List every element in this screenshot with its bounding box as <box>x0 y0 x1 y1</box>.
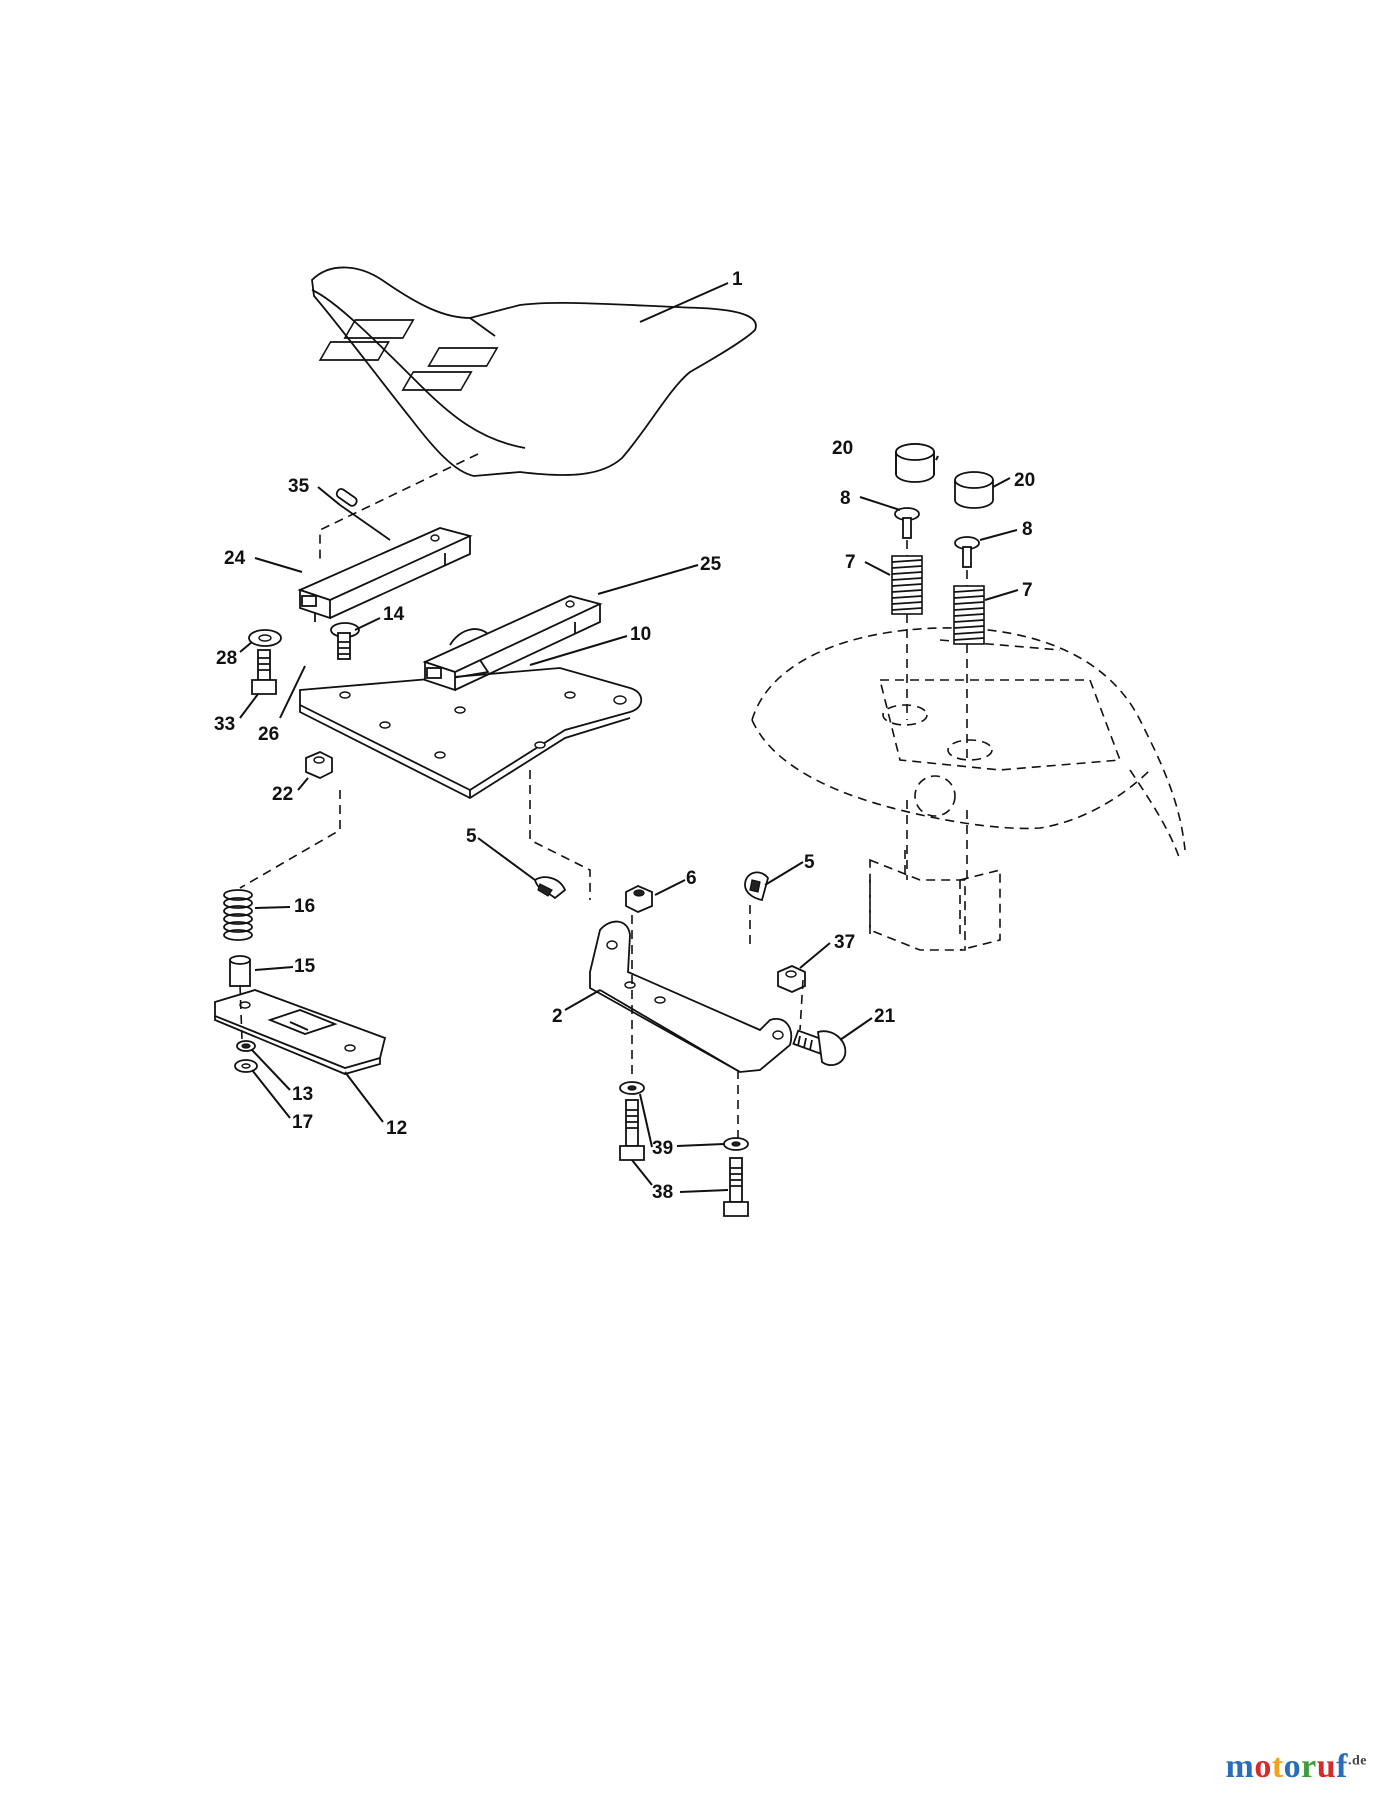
part-label: 2 <box>552 1006 563 1027</box>
bolt-38-left <box>619 1099 645 1161</box>
carriage-bolt <box>330 622 360 660</box>
spacer-15 <box>229 955 251 987</box>
part-label: 20 <box>832 438 853 459</box>
watermark-letter: o <box>1254 1748 1272 1785</box>
part-label: 16 <box>294 896 315 917</box>
watermark-letter: u <box>1316 1748 1337 1785</box>
part-label: 20 <box>1014 470 1035 491</box>
screw-8-right <box>954 536 980 568</box>
nut-17 <box>234 1059 258 1073</box>
part-label: 8 <box>840 488 851 509</box>
nut-37 <box>777 965 806 993</box>
bolt-38-right <box>723 1157 749 1217</box>
watermark-letter: r <box>1301 1748 1317 1785</box>
screw-8-left <box>894 507 920 539</box>
part-label: 5 <box>804 852 815 873</box>
part-label: 38 <box>652 1182 673 1203</box>
part-label: 14 <box>383 604 405 625</box>
part-label: 33 <box>214 714 235 735</box>
watermark-letter: t <box>1271 1748 1284 1785</box>
part-label: 7 <box>845 552 856 573</box>
part-label: 13 <box>292 1084 313 1105</box>
watermark-letters: motoruf <box>1226 1748 1349 1785</box>
clip-5-left <box>533 876 567 900</box>
spring-7-right <box>953 585 985 645</box>
part-label: 21 <box>874 1006 896 1027</box>
part-label: 26 <box>258 724 279 745</box>
adjust-rod <box>335 488 391 541</box>
seat-rail-left <box>297 527 473 622</box>
motoruf-watermark-logo: motoruf.de <box>1226 1748 1368 1786</box>
part-label: 5 <box>466 826 477 847</box>
mounting-bracket-2 <box>589 920 793 1073</box>
watermark-letter: m <box>1225 1748 1255 1785</box>
part-label: 7 <box>1022 580 1033 601</box>
part-label: 37 <box>834 932 855 953</box>
washer-39-left <box>619 1081 645 1095</box>
seat-grip-pads <box>318 319 499 391</box>
bolt-33 <box>251 649 277 695</box>
washer-28 <box>248 629 282 647</box>
part-label: 1 <box>732 269 743 290</box>
watermark-tld: .de <box>1348 1753 1367 1769</box>
fender-outline <box>751 627 1186 951</box>
part-labels: 1 20 20 35 8 8 24 25 7 7 14 10 28 33 26 … <box>214 269 1035 1203</box>
leader-lines <box>239 282 1019 1193</box>
washer-39-right <box>723 1137 749 1151</box>
seat-bracket-12 <box>214 989 387 1075</box>
watermark-letter: f <box>1336 1748 1348 1785</box>
part-label: 25 <box>700 554 722 575</box>
part-label: 24 <box>224 548 246 569</box>
part-label: 15 <box>294 956 316 977</box>
part-label: 35 <box>288 476 310 497</box>
spring-7-left <box>891 555 923 615</box>
clip-5-right <box>744 871 769 902</box>
washer-13 <box>236 1040 256 1052</box>
bumper-20-left <box>895 443 935 483</box>
spring-16 <box>223 889 253 941</box>
part-label: 12 <box>386 1118 407 1139</box>
part-label: 8 <box>1022 519 1033 540</box>
bumper-20-right <box>954 471 994 509</box>
seat-rail-right <box>422 595 603 692</box>
hex-nut-6 <box>625 885 653 913</box>
part-label: 17 <box>292 1112 313 1133</box>
part-label: 10 <box>630 624 651 645</box>
hex-nut-22 <box>305 751 333 779</box>
part-label: 6 <box>686 868 697 889</box>
watermark-letter: o <box>1283 1748 1302 1785</box>
part-label: 22 <box>272 784 293 805</box>
shoulder-bolt-21 <box>792 1029 847 1066</box>
part-label: 39 <box>652 1138 673 1159</box>
part-label: 28 <box>216 648 237 669</box>
seat-part <box>311 266 757 477</box>
assembly-lines <box>239 453 968 1140</box>
